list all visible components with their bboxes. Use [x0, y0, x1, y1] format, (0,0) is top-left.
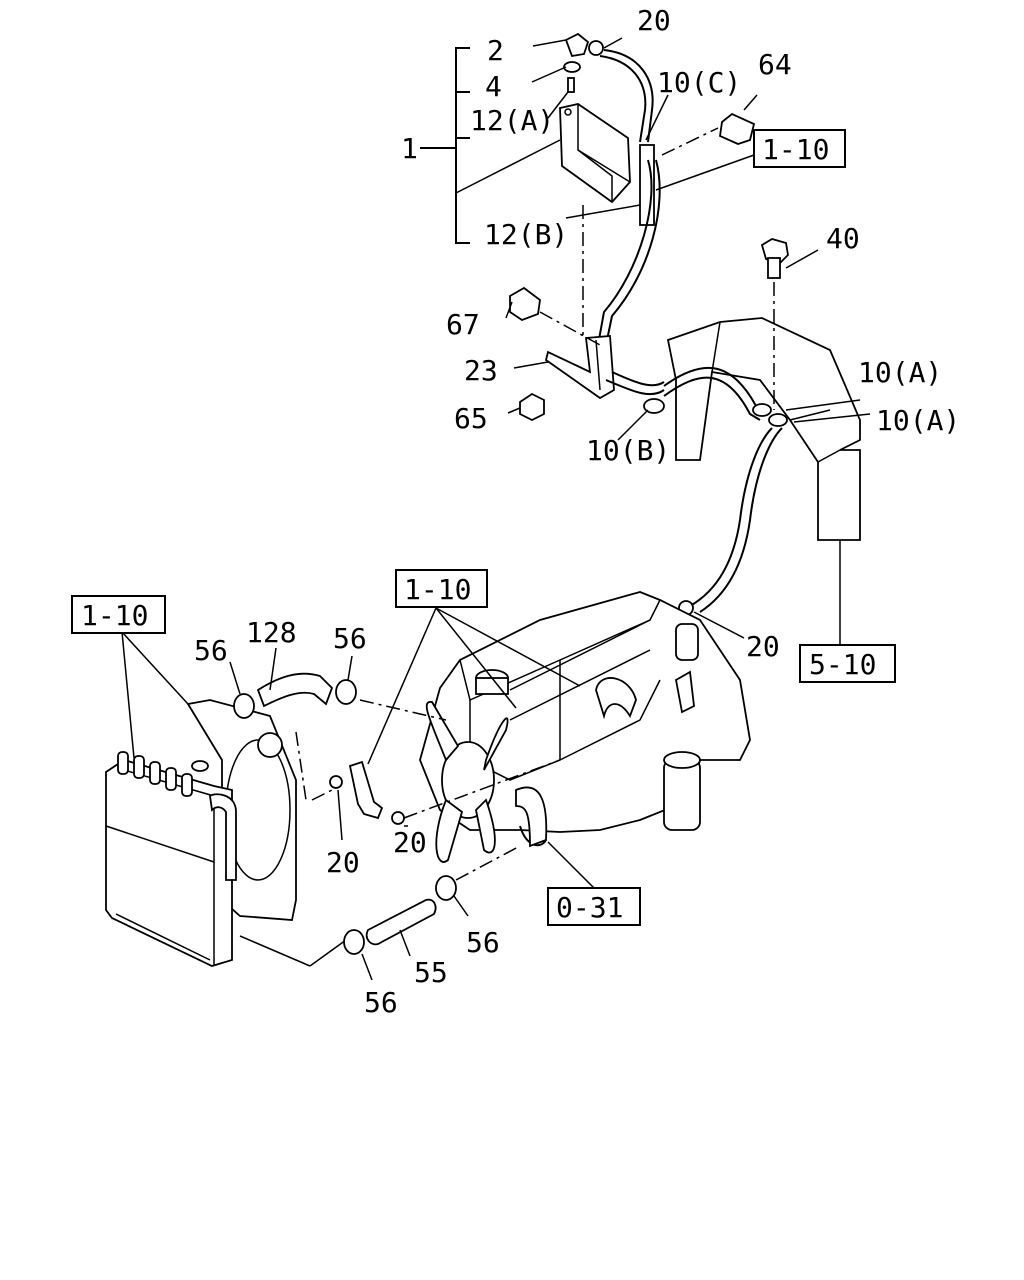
reference-5-10-label: 5-10 [809, 648, 876, 681]
reservoir-tank-assembly [420, 32, 758, 346]
callout-40: 40 [826, 222, 860, 255]
callout-56-c: 56 [466, 926, 500, 959]
callout-56-a: 56 [194, 634, 228, 667]
reference-1-10-center: 1-10 [395, 569, 488, 608]
callout-20-left: 20 [326, 846, 360, 879]
callout-10a-1: 10(A) [858, 356, 942, 389]
reference-1-10-center-label: 1-10 [404, 573, 471, 606]
callout-10c: 10(C) [657, 66, 741, 99]
callout-20-center: 20 [393, 826, 427, 859]
reference-0-31-label: 0-31 [556, 891, 623, 924]
radiator-hoses [229, 607, 581, 981]
callout-56-b: 56 [333, 622, 367, 655]
callout-12a: 12(A) [470, 104, 554, 137]
callout-55: 55 [414, 956, 448, 989]
callout-23: 23 [464, 354, 498, 387]
callout-65: 65 [454, 402, 488, 435]
heater-pipe-assembly [663, 238, 871, 646]
reference-1-10-top: 1-10 [753, 129, 846, 168]
callout-4: 4 [485, 70, 502, 103]
tank-bracket-assembly [505, 286, 665, 441]
callout-labels: 2 20 4 10(C) 64 12(A) 1 12(B) 40 67 23 6… [194, 4, 960, 1019]
reference-0-31: 0-31 [547, 887, 641, 926]
callout-128: 128 [246, 616, 297, 649]
callout-10a-2: 10(A) [876, 404, 960, 437]
reference-boxes: 1-10 1-10 1-10 5-10 0-31 [71, 129, 896, 926]
callout-20-mid: 20 [746, 630, 780, 663]
callout-10b: 10(B) [586, 434, 670, 467]
reference-5-10: 5-10 [799, 644, 896, 683]
reference-1-10-left: 1-10 [71, 595, 166, 634]
radiator-assembly [105, 631, 347, 967]
callout-56-d: 56 [364, 986, 398, 1019]
callout-1: 1 [401, 132, 418, 165]
callout-2: 2 [487, 34, 504, 67]
engine-block [419, 591, 751, 897]
callout-12b: 12(B) [484, 218, 568, 251]
callout-67: 67 [446, 308, 480, 341]
reference-1-10-left-label: 1-10 [81, 599, 148, 632]
callout-20-top: 20 [637, 4, 671, 37]
reference-1-10-top-label: 1-10 [762, 133, 829, 166]
callout-64: 64 [758, 48, 792, 81]
